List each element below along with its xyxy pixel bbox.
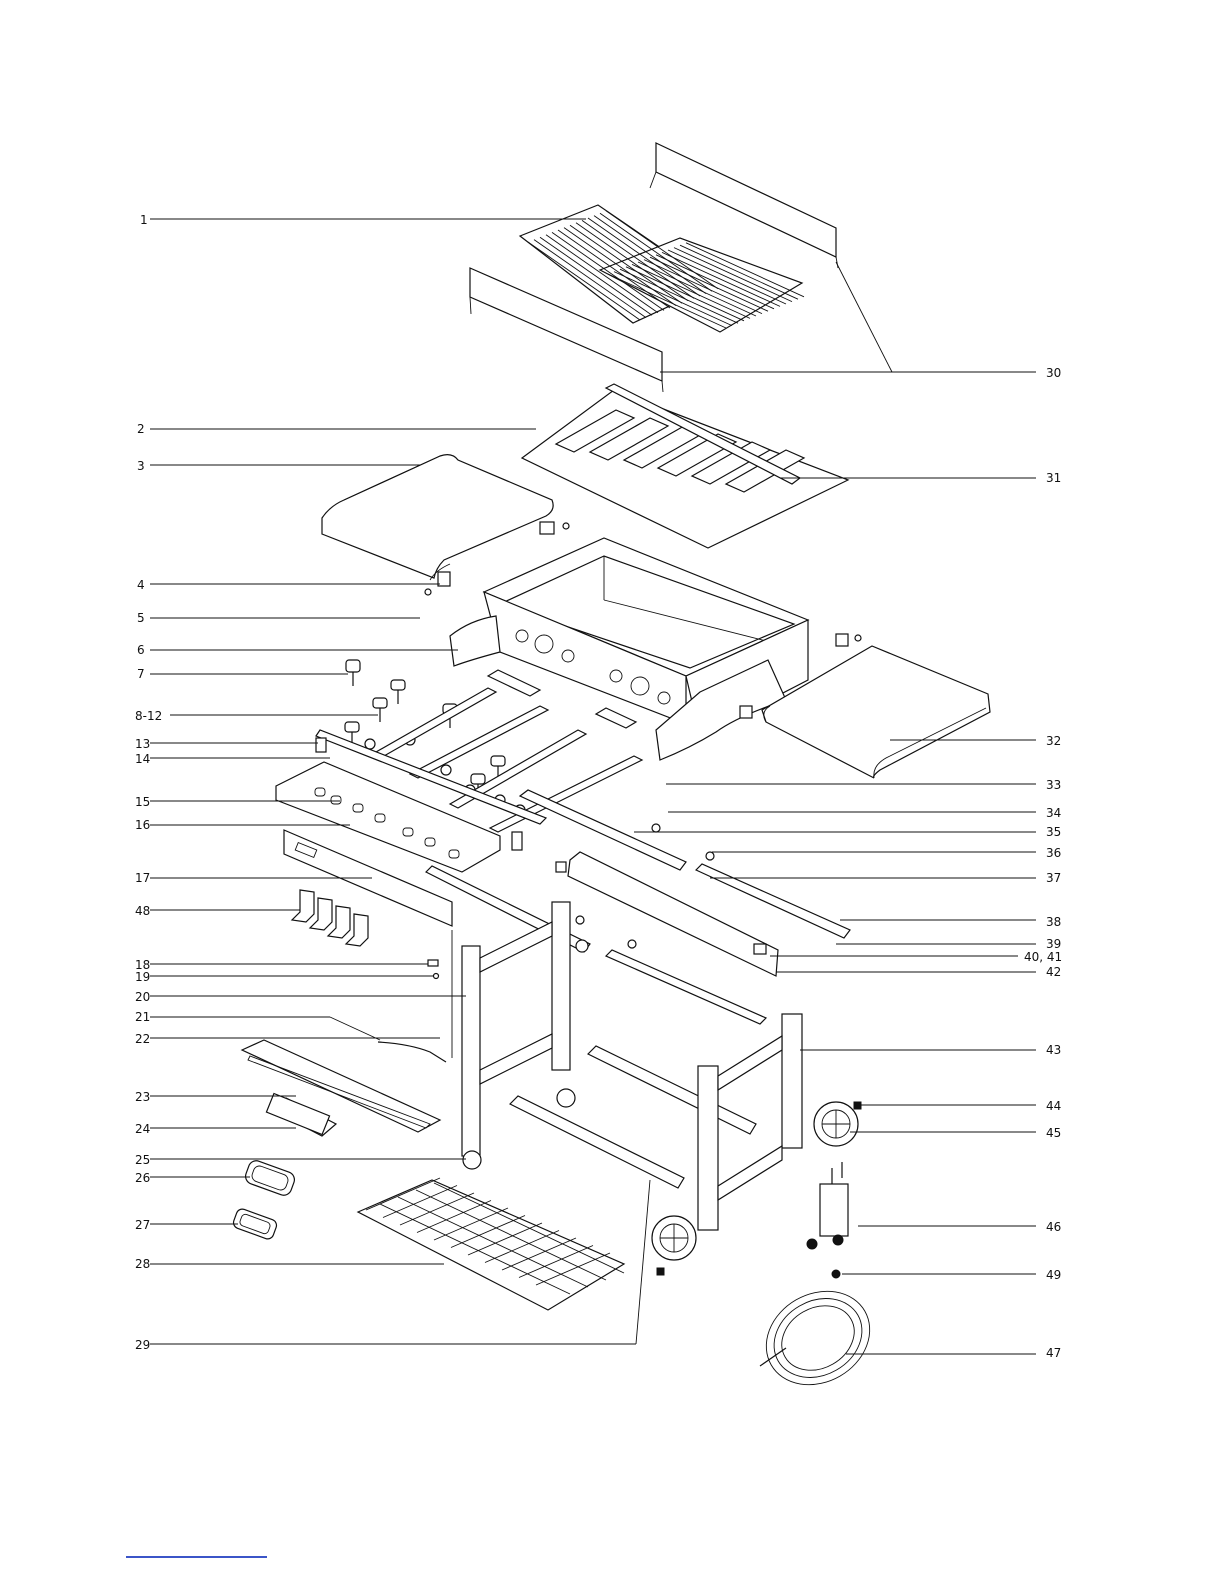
callout-13: 13 (135, 737, 150, 751)
callout-48: 48 (135, 904, 150, 918)
callout-22: 22 (135, 1032, 150, 1046)
callout-14: 14 (135, 752, 150, 766)
footer-rule (126, 1556, 267, 1558)
callout-31: 31 (1046, 471, 1061, 485)
part-7-knob (346, 660, 360, 686)
callout-25: 25 (135, 1153, 150, 1167)
part-49-clip (832, 1270, 840, 1278)
callout-35: 35 (1046, 825, 1061, 839)
part-24-catch-pan-holder (266, 1093, 336, 1136)
callout-29: 29 (135, 1338, 150, 1352)
callout-32: 32 (1046, 734, 1061, 748)
callout-15: 15 (135, 795, 150, 809)
callout-5: 5 (137, 611, 145, 625)
control-knob (391, 680, 405, 690)
control-knob (471, 774, 485, 784)
callout-39: 39 (1046, 937, 1061, 951)
callout-7: 7 (137, 667, 145, 681)
callout-26: 26 (135, 1171, 150, 1185)
callout-34: 34 (1046, 806, 1061, 820)
part-2-flavorizer-bars (522, 390, 848, 548)
callout-46: 46 (1046, 1220, 1061, 1234)
callout-24: 24 (135, 1122, 150, 1136)
callout-16: 16 (135, 818, 150, 832)
callout-3: 3 (137, 459, 145, 473)
control-knob (345, 722, 359, 732)
part-3-left-side-table (322, 455, 569, 586)
valve-body (441, 765, 451, 775)
burner-end (596, 708, 636, 728)
callout-19: 19 (135, 970, 150, 984)
callout-42: 42 (1046, 965, 1061, 979)
part-5-screw (425, 589, 431, 595)
callout-21: 21 (135, 1010, 150, 1024)
callout-44: 44 (1046, 1099, 1061, 1113)
callout-49: 49 (1046, 1268, 1061, 1282)
callout-38: 38 (1046, 915, 1061, 929)
callout-40-41: 40, 41 (1024, 950, 1062, 964)
part-48-heat-shields (292, 890, 368, 946)
part-23-bottom-tray (242, 1040, 440, 1132)
callout-47: 47 (1046, 1346, 1061, 1360)
callout-17: 17 (135, 871, 150, 885)
callout-2: 2 (137, 422, 145, 436)
leader-line (636, 1180, 650, 1344)
part-47-hose (749, 1273, 887, 1403)
part-26-drip-pan (243, 1159, 296, 1198)
callout-33: 33 (1046, 778, 1061, 792)
callout-28: 28 (135, 1257, 150, 1271)
callouts-left: 1 2 3 4 5 6 7 8-12 13 14 15 16 17 48 18 … (135, 213, 162, 1352)
heat-shield-clip (292, 890, 314, 922)
callout-8-12: 8-12 (135, 709, 162, 723)
part-27-disposable-pan (232, 1207, 278, 1240)
callout-45: 45 (1046, 1126, 1061, 1140)
callout-6: 6 (137, 643, 145, 657)
control-knob (373, 698, 387, 708)
callouts-right: 30 31 32 33 34 35 36 37 38 39 40, 41 42 … (1024, 366, 1062, 1360)
part-46-fuel-scale (807, 1162, 848, 1249)
callout-30: 30 (1046, 366, 1061, 380)
part-29-cross-tubes (510, 1046, 756, 1188)
callout-20: 20 (135, 990, 150, 1004)
callout-4: 4 (137, 578, 145, 592)
callout-27: 27 (135, 1218, 150, 1232)
callout-37: 37 (1046, 871, 1061, 885)
part-21-22-ignitor-wire (378, 1042, 446, 1062)
leader-line (836, 262, 892, 372)
callout-1: 1 (140, 213, 148, 227)
callout-23: 23 (135, 1090, 150, 1104)
part-28-bottom-shelf (358, 1178, 624, 1310)
callout-36: 36 (1046, 846, 1061, 860)
leader-line (330, 1017, 380, 1040)
part-42-rear-panel (556, 852, 778, 976)
control-knob (491, 756, 505, 766)
callout-43: 43 (1046, 1043, 1061, 1057)
